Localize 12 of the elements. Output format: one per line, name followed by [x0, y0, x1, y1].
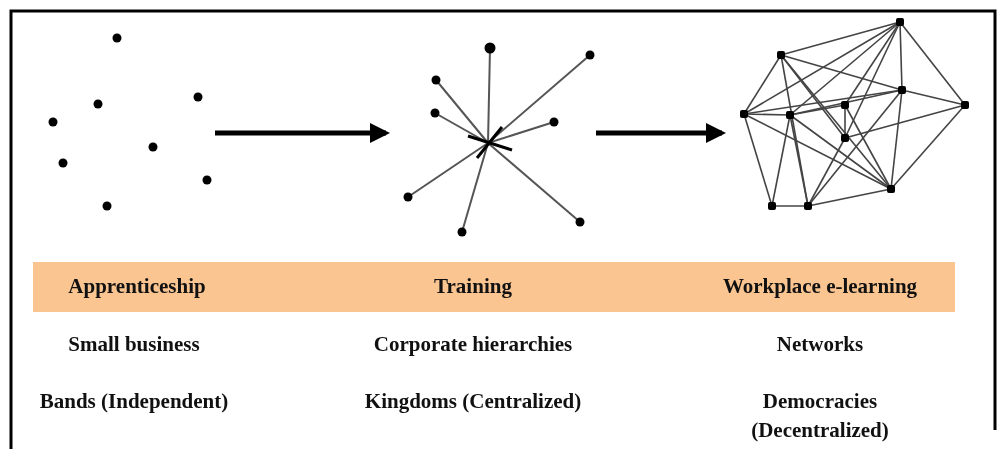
row-label: Networks — [775, 331, 865, 358]
column-heading: Workplace e-learning — [722, 273, 918, 300]
row-label: Corporate hierarchies — [372, 331, 574, 358]
heading-band — [33, 262, 955, 312]
arrow — [215, 123, 390, 143]
row-label: Kingdoms (Centralized) — [363, 388, 583, 415]
column-heading: Training — [434, 273, 512, 300]
row-label: Small business — [67, 331, 201, 358]
column-heading: Apprenticeship — [68, 273, 206, 300]
arrow — [596, 123, 726, 143]
row-label: Democracies (Decentralized) — [750, 388, 890, 444]
row-label: Bands (Independent) — [38, 388, 230, 415]
